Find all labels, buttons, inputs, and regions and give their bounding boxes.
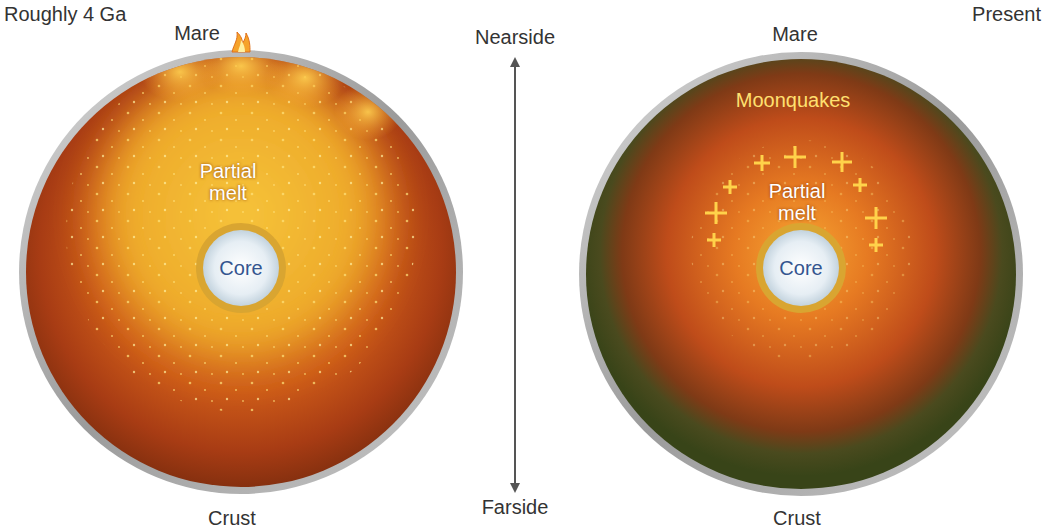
moonquake-mark — [865, 207, 887, 229]
time-label: Present — [972, 3, 1041, 25]
region-label: Mare — [772, 23, 818, 45]
volcano-eruption — [232, 32, 250, 52]
core-label: Core — [219, 257, 262, 279]
moonquake-marks — [705, 146, 887, 252]
core-rim — [196, 223, 286, 313]
moonquake-mark — [707, 233, 721, 247]
core-circle: Core — [756, 223, 846, 313]
moonquake-mark — [832, 152, 852, 172]
moonquake-mark — [705, 202, 727, 224]
core-rim — [756, 223, 846, 313]
region-label: Partial melt — [752, 180, 842, 224]
time-label: Roughly 4 Ga — [4, 3, 126, 25]
region-label: Crust — [773, 507, 821, 529]
moonquake-mark — [723, 180, 737, 194]
moonquake-mark — [784, 146, 806, 168]
moonquake-mark — [754, 155, 770, 171]
moon-disc: MareMoonquakesPartial meltCrustCore — [580, 52, 1022, 494]
core-disc — [203, 230, 279, 306]
region-label: Moonquakes — [736, 89, 851, 111]
region-label: Crust — [208, 507, 256, 529]
region-label: Partial melt — [183, 160, 273, 204]
melt-specks — [66, 52, 416, 412]
mare-glow — [265, 48, 345, 108]
moonquake-mark — [853, 178, 867, 192]
side-label: Farside — [482, 496, 549, 518]
melt-specks — [691, 140, 911, 360]
core-label: Core — [779, 257, 822, 279]
region-label: Mare — [174, 22, 220, 44]
side-label: Nearside — [475, 26, 555, 48]
core-circle: Core — [196, 223, 286, 313]
orientation-arrow — [514, 62, 516, 488]
moon-rim — [19, 50, 463, 494]
moon-interior — [586, 59, 1016, 489]
moon-rim — [579, 52, 1023, 496]
core-disc — [763, 230, 839, 306]
moon-disc: MarePartial meltCrustCore — [19, 50, 463, 494]
volcano-flame — [238, 40, 245, 52]
moonquake-mark — [869, 238, 883, 252]
mare-glow — [334, 84, 402, 140]
